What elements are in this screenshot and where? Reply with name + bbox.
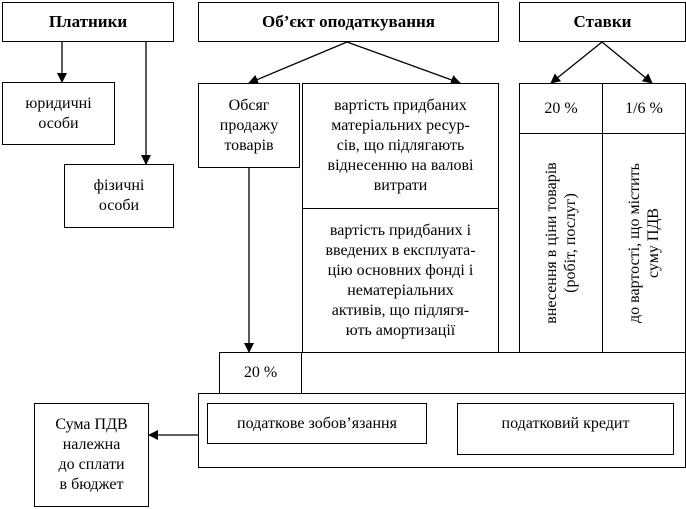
fixed-assets-box: вартість придбаних і введених в експлуат… <box>302 208 499 353</box>
arrow-rates-to-20 <box>550 41 603 84</box>
applied-rate-strip <box>300 352 686 394</box>
rate-20-box: 20 % <box>519 83 603 134</box>
legal-entities-box: юридичні особи <box>2 82 115 145</box>
arrow-object-to-materials <box>346 41 461 85</box>
arrow-rates-to-1-6 <box>601 41 653 84</box>
individuals-box: фізичні особи <box>64 164 174 228</box>
tax-credit-box: податковий кредит <box>457 403 674 455</box>
object-header: Об’єкт оподаткування <box>198 2 499 42</box>
rate-1-6-box: 1/6 % <box>602 83 686 134</box>
rate-1-6-desc-box <box>602 133 686 353</box>
material-resources-box: вартість придбаних матеріальних ресур- с… <box>302 83 499 209</box>
rate-1-6-desc: до вартості, що містить суму ПДВ <box>625 163 662 323</box>
sales-volume-box: Обсяг продажу товарів <box>198 83 300 168</box>
arrow-object-to-sales <box>248 41 348 85</box>
applied-rate-box: 20 % <box>219 352 302 394</box>
vat-payable-box: Сума ПДВ належна до сплати в бюджет <box>34 403 149 507</box>
rate-20-desc: внесення в ціни товарів (робіт, послуг) <box>542 162 579 324</box>
rates-header: Ставки <box>519 2 686 42</box>
tax-obligation-box: податкове зобов’язання <box>207 403 427 444</box>
payers-header: Платники <box>2 2 174 42</box>
